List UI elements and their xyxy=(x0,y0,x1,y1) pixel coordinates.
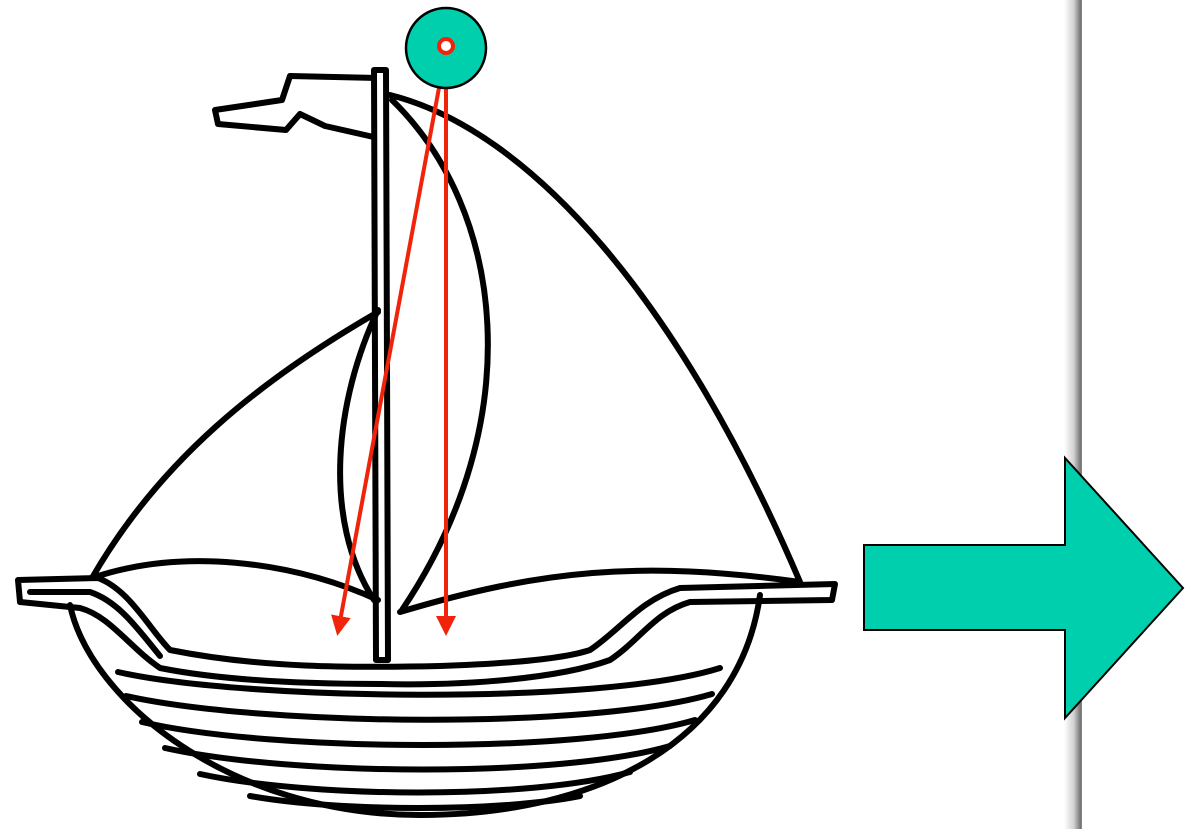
hull-plank-3 xyxy=(142,720,695,745)
flag-pennant xyxy=(215,76,378,138)
main-sail xyxy=(390,95,800,612)
deck-rail-inner xyxy=(30,592,160,656)
sailboat-drawing xyxy=(18,70,835,815)
pivot-point xyxy=(439,39,453,53)
direction-arrow xyxy=(864,458,1183,718)
force-arrow-diagonal xyxy=(338,50,446,632)
fore-sail xyxy=(92,312,378,600)
hull-plank-2 xyxy=(126,694,712,720)
jib-inner-sail xyxy=(392,100,488,610)
hull-plank-4 xyxy=(165,746,670,770)
force-arrows xyxy=(338,50,446,632)
pivot-marker xyxy=(406,8,486,88)
